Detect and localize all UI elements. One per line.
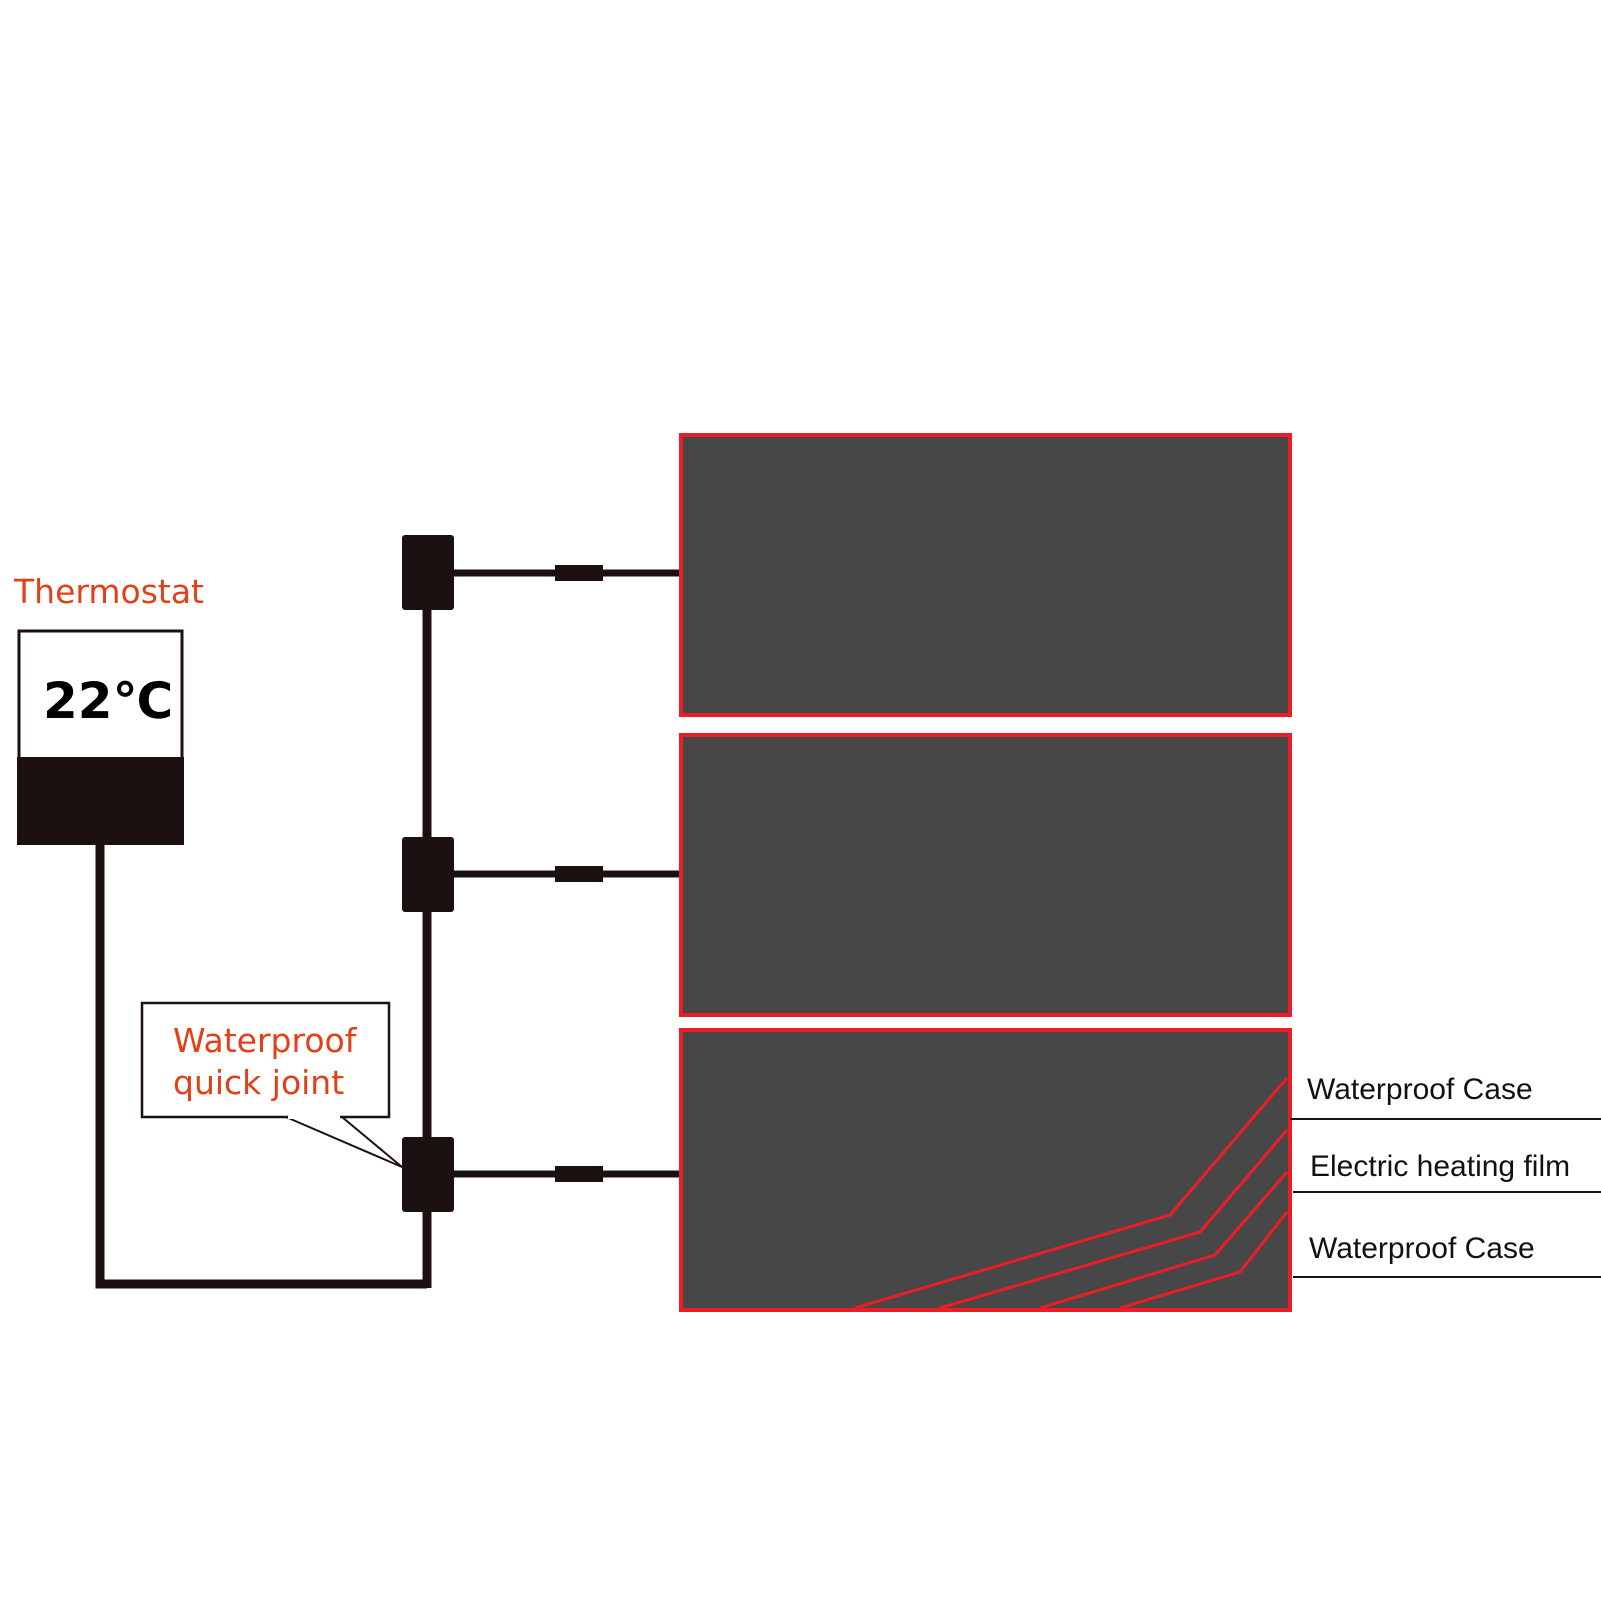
thermostat-title: Thermostat [13,572,204,611]
thermostat-readout: 22℃ [43,672,173,730]
layer-legend: Waterproof Case Electric heating film Wa… [1290,1073,1601,1278]
layer-label-bottom-case: Waterproof Case [1309,1232,1535,1265]
layer-label-top-case: Waterproof Case [1307,1073,1533,1106]
heating-panel-1 [679,433,1292,717]
heating-panel-2 [679,733,1292,1017]
layer-label-heating-film: Electric heating film [1310,1150,1570,1183]
thermostat-cable [95,845,427,1289]
quick-joint-callout: Waterproof quick joint [140,1001,403,1168]
branch-connector-2 [402,837,680,912]
thermostat-device: 22℃ [17,629,184,845]
quick-joint-label-line1: Waterproof [173,1021,358,1060]
branch-connector-1 [402,535,680,610]
layer-cutaway-lines [854,1077,1289,1310]
quick-joint-label-line2: quick joint [173,1063,344,1102]
branch-connector-3 [402,1137,680,1212]
